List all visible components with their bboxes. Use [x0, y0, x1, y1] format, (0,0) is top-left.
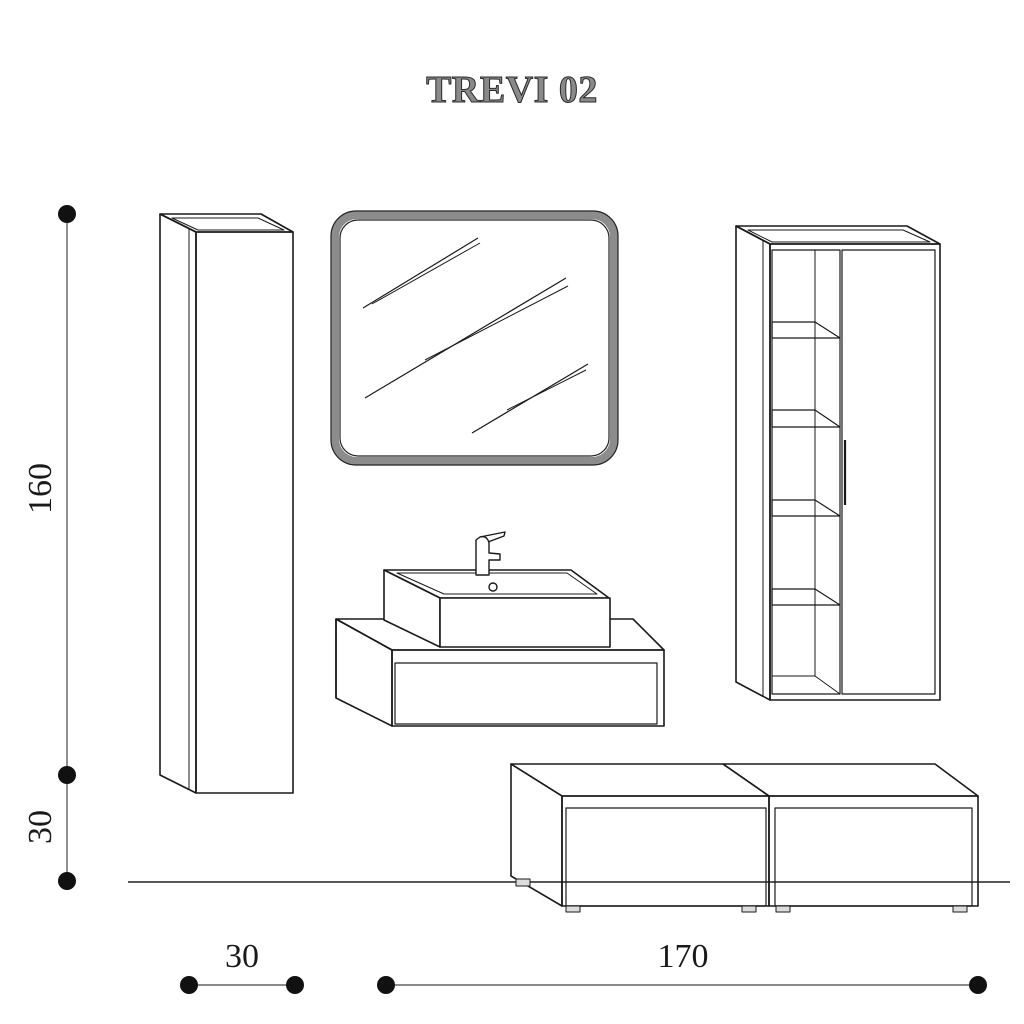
dim-dot-top [58, 205, 76, 223]
dim-dot-right [286, 976, 304, 994]
dim-dot-left [377, 976, 395, 994]
dim-dot-left [180, 976, 198, 994]
dimension-label-170: 170 [657, 938, 709, 975]
tall-column-cabinet [159, 213, 294, 794]
horizontal-dimension-base [377, 976, 987, 994]
drain-icon [488, 582, 498, 592]
dim-dot-right [969, 976, 987, 994]
faucet-icon [475, 531, 506, 576]
vertical-dimension [58, 205, 76, 890]
dimension-label-30-vertical: 30 [22, 810, 59, 844]
dimension-label-30-horizontal: 30 [225, 938, 259, 975]
product-title: TREVI 02 [426, 69, 598, 112]
mirror [330, 210, 619, 466]
base-cabinets [510, 763, 979, 913]
shelves [771, 321, 841, 606]
horizontal-dimension-column [180, 976, 304, 994]
vanity-unit [335, 531, 665, 727]
dimension-label-160: 160 [22, 463, 59, 514]
shelf-cabinet [735, 225, 941, 701]
dim-dot-bottom [58, 872, 76, 890]
dim-dot-middle [58, 766, 76, 784]
